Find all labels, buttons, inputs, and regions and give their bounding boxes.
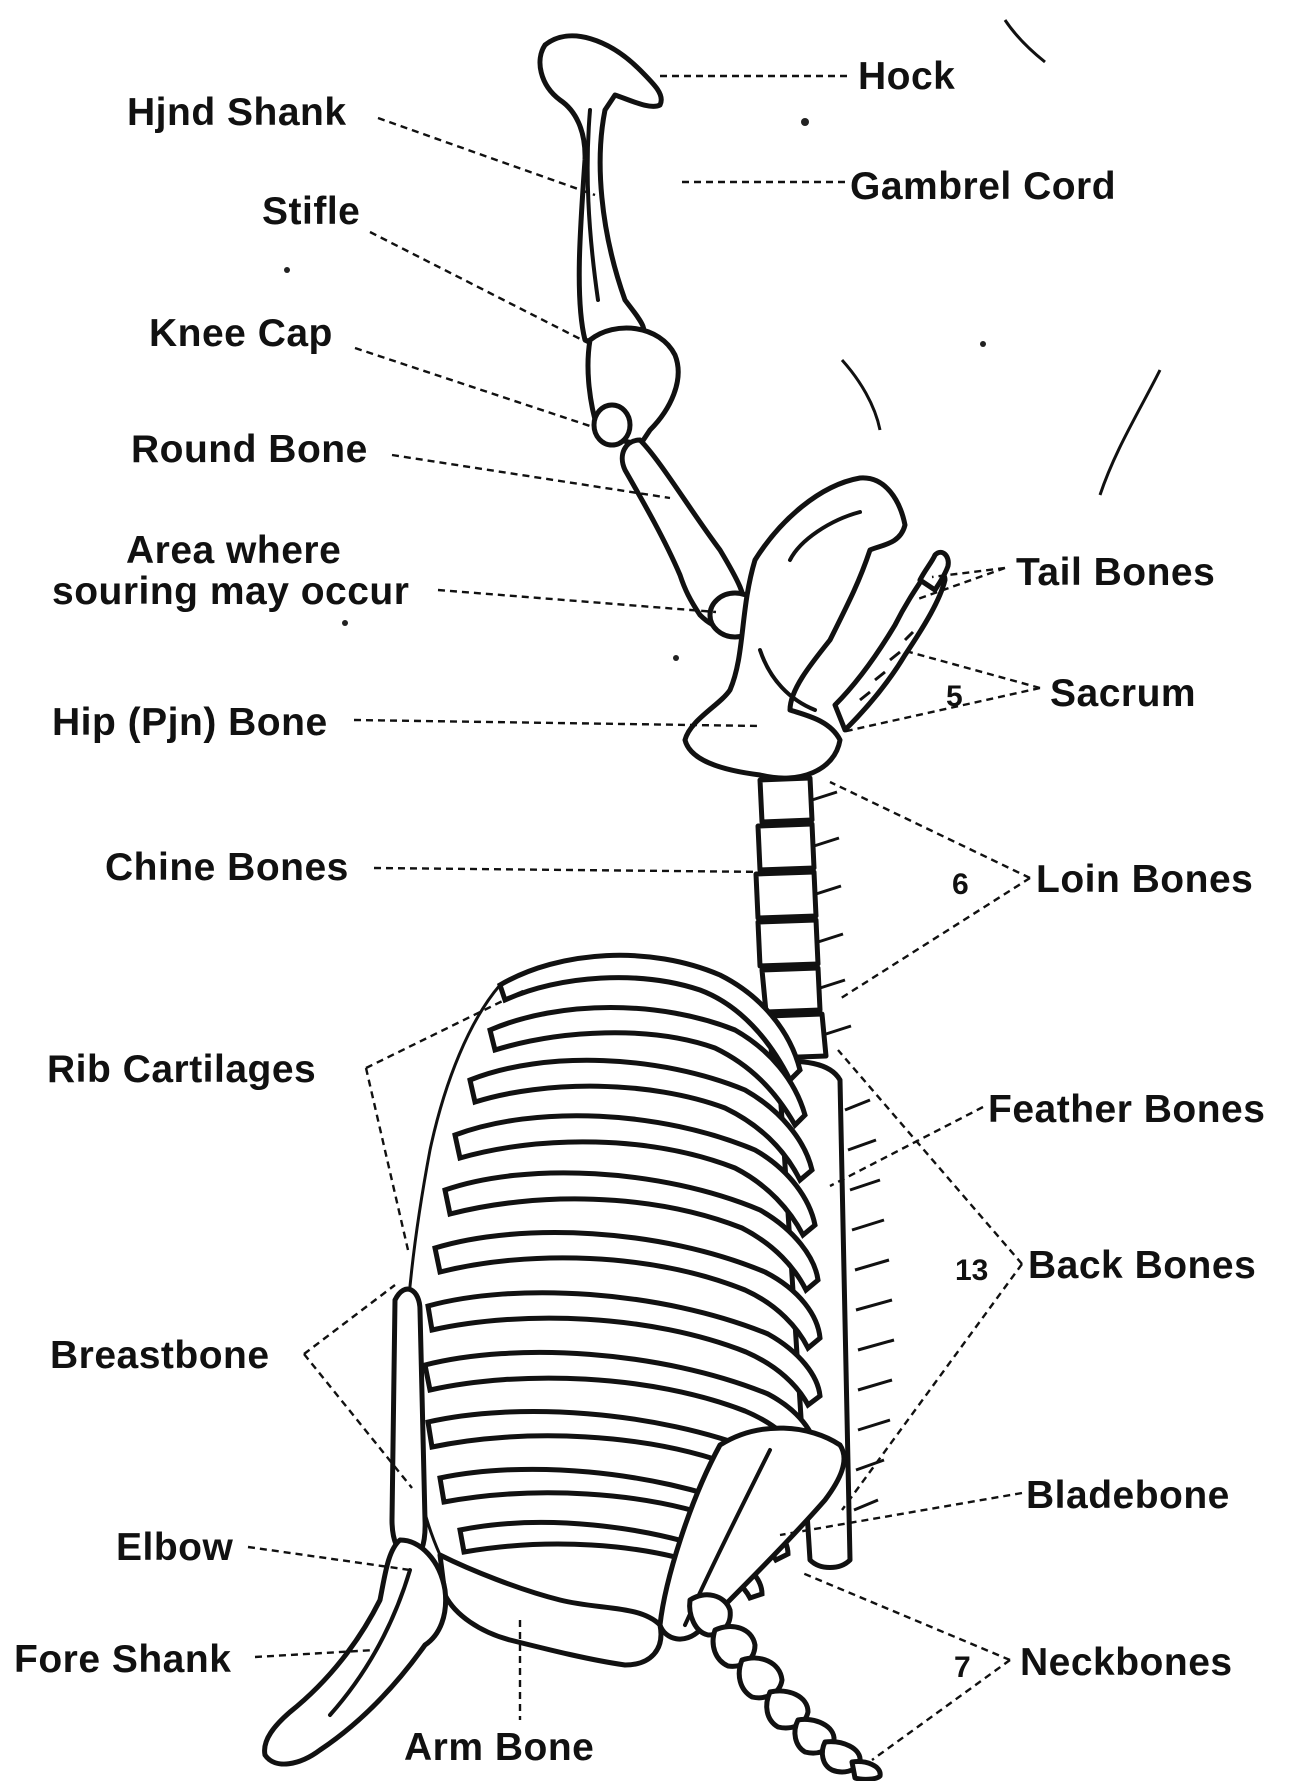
neckbones-drawing — [690, 1595, 881, 1780]
count-neckbones: 7 — [954, 1651, 971, 1684]
label-tail-bones: Tail Bones — [1016, 551, 1215, 594]
label-loin-bones: Loin Bones — [1036, 858, 1253, 901]
label-round-bone: Round Bone — [131, 428, 368, 471]
labels: Hock Hjnd Shank Gambrel Cord Stifle Knee… — [14, 55, 1265, 1769]
count-back-bones: 13 — [955, 1254, 988, 1287]
label-chine-bones: Chine Bones — [105, 846, 349, 889]
count-sacrum: 5 — [946, 680, 963, 713]
label-knee-cap: Knee Cap — [149, 312, 333, 355]
hind-shank-bone — [540, 36, 661, 346]
label-elbow: Elbow — [116, 1526, 233, 1569]
breastbone-drawing — [392, 1289, 425, 1560]
label-neckbones: Neckbones — [1020, 1641, 1233, 1684]
arm-bone-drawing — [440, 1555, 661, 1665]
label-breastbone: Breastbone — [50, 1334, 270, 1377]
label-hind-shank: Hjnd Shank — [127, 91, 347, 134]
label-gambrel-cord: Gambrel Cord — [850, 165, 1116, 208]
count-loin-bones: 6 — [952, 868, 969, 901]
label-area-line1: Area where — [126, 529, 341, 572]
label-hip-bone: Hip (Pjn) Bone — [52, 701, 328, 744]
label-area-line2: souring may occur — [52, 570, 409, 613]
label-stifle: Stifle — [262, 190, 360, 233]
label-fore-shank: Fore Shank — [14, 1638, 231, 1681]
label-sacrum: Sacrum — [1050, 672, 1196, 715]
label-bladebone: Bladebone — [1026, 1474, 1230, 1517]
label-back-bones: Back Bones — [1028, 1244, 1256, 1287]
knee-cap-bone — [594, 405, 630, 445]
label-arm-bone: Arm Bone — [404, 1726, 594, 1769]
label-hock: Hock — [858, 55, 955, 98]
label-feather-bones: Feather Bones — [988, 1088, 1265, 1131]
label-rib-cartilages: Rib Cartilages — [47, 1048, 316, 1091]
